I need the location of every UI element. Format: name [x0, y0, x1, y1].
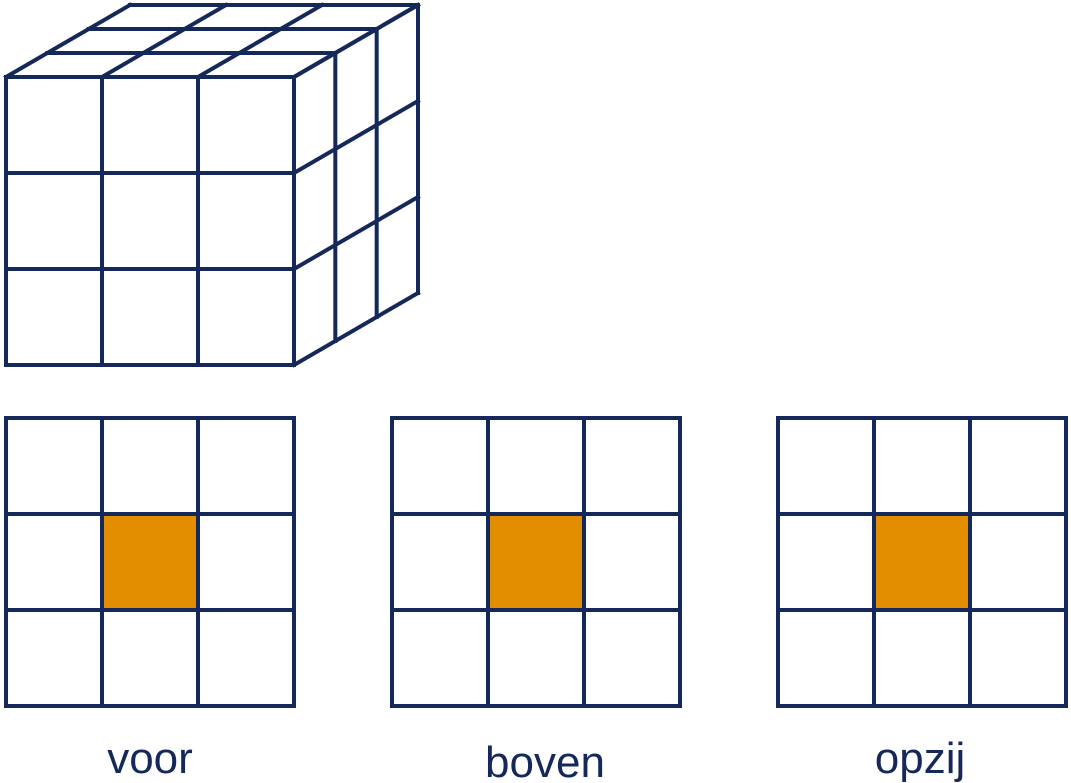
highlighted-cell	[874, 514, 970, 610]
cube-top-receding-line	[99, 2, 229, 80]
view-grid-voor	[4, 416, 296, 708]
cube-side-receding-line	[291, 98, 421, 176]
highlighted-cell	[488, 514, 584, 610]
cube-top-receding-line	[3, 2, 133, 80]
cube-top-receding-line	[195, 2, 325, 80]
cube-side-receding-line	[291, 2, 421, 80]
cube-front-face	[6, 77, 294, 365]
cube-side-receding-line	[291, 290, 421, 368]
cube-side-receding-line	[291, 194, 421, 272]
view-label-boven: boven	[485, 738, 605, 783]
view-label-voor: voor	[107, 734, 193, 783]
rubiks-cube-3x3x3	[3, 2, 421, 368]
view-label-opzij: opzij	[875, 734, 966, 783]
highlighted-cell	[102, 514, 198, 610]
view-grid-boven	[390, 416, 682, 708]
view-grid-opzij	[776, 416, 1068, 708]
